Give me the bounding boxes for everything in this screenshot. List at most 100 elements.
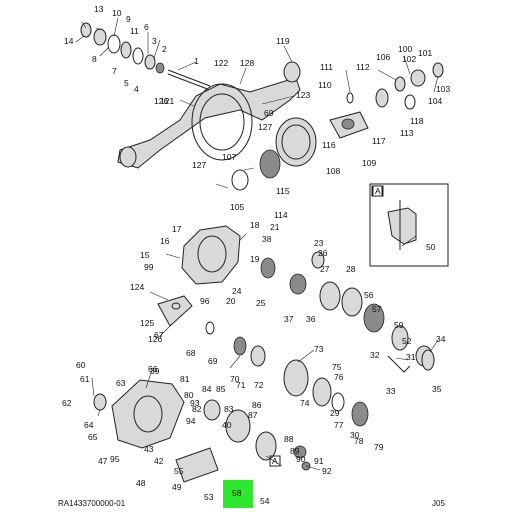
callout-number: 122 (214, 58, 228, 68)
callout-number: 9 (126, 14, 131, 24)
callout-number: 19 (250, 254, 260, 264)
callout-number: 69 (264, 108, 274, 118)
callout-number: 47 (98, 456, 108, 466)
callout-number: 89 (290, 446, 300, 456)
inset-callout: 50 (426, 242, 436, 252)
callout-number: 116 (322, 140, 336, 150)
page-code: J05 (432, 499, 445, 508)
callout-number: 67 (154, 330, 164, 340)
callout-number: 126 (148, 334, 162, 344)
callout-number: 71 (236, 380, 246, 390)
view-marker: A (272, 456, 278, 466)
callout-number: 82 (192, 404, 202, 414)
callout-number: 92 (322, 466, 332, 476)
callout-number: 119 (276, 36, 290, 46)
callout-number: 107 (222, 152, 236, 162)
inset-detail-a (369, 183, 449, 267)
callout-number: 2 (162, 44, 167, 54)
callout-number: 6 (144, 22, 149, 32)
callout-number: 96 (200, 296, 210, 306)
callout-number: 33 (386, 386, 396, 396)
callout-number: 86 (252, 400, 262, 410)
callout-number: 60 (76, 360, 86, 370)
callout-number: 104 (428, 96, 442, 106)
callout-number: 14 (64, 36, 74, 46)
callout-number: 53 (204, 492, 214, 502)
callout-number: 110 (318, 80, 332, 90)
callout-number: 94 (186, 416, 196, 426)
callout-number: 79 (374, 442, 384, 452)
callout-number: 56 (364, 290, 374, 300)
callout-number: 75 (332, 362, 342, 372)
callout-number: 28 (346, 264, 356, 274)
callout-number: 90 (296, 454, 306, 464)
callout-number: 5 (124, 78, 129, 88)
callout-number: 39 (150, 366, 160, 376)
carrier-hardware-right (329, 62, 444, 139)
callout-number: 24 (232, 286, 242, 296)
callout-number: 43 (144, 444, 154, 454)
callout-number: 64 (84, 420, 94, 430)
callout-number: 48 (136, 478, 146, 488)
callout-number: 112 (356, 62, 370, 72)
interaxle-housing (93, 379, 185, 449)
callout-number: 30 (350, 430, 360, 440)
callout-number: 3 (152, 36, 157, 46)
callout-number: 124 (130, 282, 144, 292)
callout-number: 128 (240, 58, 254, 68)
callout-number: 72 (254, 380, 264, 390)
highlighted-callout: 58 (232, 488, 242, 498)
callout-number: 7 (112, 66, 117, 76)
callout-number: 18 (250, 220, 260, 230)
callout-number: 52 (402, 336, 412, 346)
callout-number: 20 (226, 296, 236, 306)
callout-number: 76 (334, 372, 344, 382)
callout-number: 117 (372, 136, 386, 146)
callout-number: 17 (172, 224, 182, 234)
callout-number: 21 (270, 222, 280, 232)
callout-number: 101 (418, 48, 432, 58)
callout-number: 125 (140, 318, 154, 328)
callout-number: 34 (436, 334, 446, 344)
callout-number: 95 (110, 454, 120, 464)
inset-label: A (375, 186, 381, 196)
callout-number: 32 (370, 350, 380, 360)
callout-number: 93 (190, 398, 200, 408)
callout-number: 109 (362, 158, 376, 168)
callout-number: 26 (318, 248, 328, 258)
callout-number: 65 (88, 432, 98, 442)
callout-number: 123 (296, 90, 310, 100)
callout-number: 38 (262, 234, 272, 244)
callout-number: 23 (314, 238, 324, 248)
callout-number: 80 (184, 390, 194, 400)
mounting-bracket (157, 295, 193, 327)
callout-number: 85 (216, 384, 226, 394)
callout-number: 127 (192, 160, 206, 170)
callout-number: 81 (180, 374, 190, 384)
axle-housing (117, 61, 301, 169)
view-marker-box (269, 455, 281, 467)
callout-number: 29 (330, 408, 340, 418)
callout-number: 103 (436, 84, 450, 94)
callout-number: 37 (284, 314, 294, 324)
inset-label-box (372, 185, 384, 197)
callout-number: 105 (230, 202, 244, 212)
highlighted-part-marker (223, 480, 253, 508)
callout-number: 108 (326, 166, 340, 176)
callout-number: 106 (376, 52, 390, 62)
callout-number: 10 (112, 8, 122, 18)
callout-number: 57 (372, 304, 382, 314)
differential-carrier-case (181, 225, 241, 285)
pinion-shaft-assembly (205, 321, 369, 427)
callout-number: 40 (222, 420, 232, 430)
differential-gears (260, 251, 433, 367)
callout-number: 70 (230, 374, 240, 384)
callout-number: 35 (432, 384, 442, 394)
callout-number: 113 (400, 128, 414, 138)
callout-number: 8 (92, 54, 97, 64)
callout-number: 27 (320, 264, 330, 274)
callout-number: 115 (276, 186, 290, 196)
